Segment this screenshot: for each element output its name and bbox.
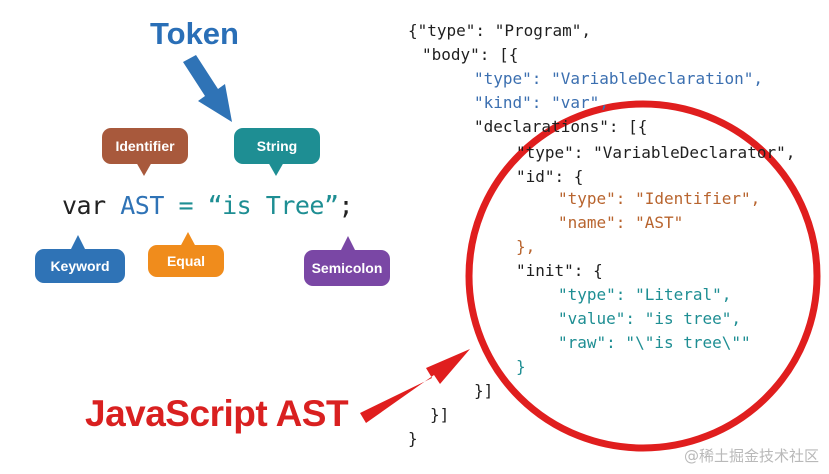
json-line: "kind": "var", — [474, 93, 609, 112]
json-line: "type": "VariableDeclarator", — [516, 143, 796, 162]
json-line: "body": [{ — [422, 45, 519, 64]
json-line: "raw": "\"is tree\"" — [558, 333, 751, 352]
json-line: }] — [474, 381, 494, 400]
keyword-tail — [70, 235, 86, 251]
equal-label: Equal — [148, 245, 224, 277]
json-line: "value": "is tree", — [558, 309, 742, 328]
json-line: }] — [430, 405, 450, 424]
json-line: } — [516, 357, 526, 376]
semicolon-tail — [340, 236, 356, 252]
code-identifier: AST — [120, 191, 164, 220]
json-line: "init": { — [516, 261, 603, 280]
ast-heading: JavaScript AST — [85, 393, 349, 434]
string-tail — [268, 162, 284, 176]
json-line: "type": "VariableDeclaration", — [474, 69, 763, 88]
json-line: "id": { — [516, 167, 584, 186]
json-line: "type": "Literal", — [558, 285, 732, 304]
string-label: String — [234, 128, 320, 164]
token-heading: Token — [150, 16, 239, 51]
code-semicolon: ; — [338, 191, 354, 220]
identifier-tail — [136, 162, 152, 176]
code-string: “is Tree” — [207, 191, 339, 220]
json-line: } — [408, 429, 418, 448]
json-line: "name": "AST" — [558, 213, 684, 232]
code-equal: = — [178, 191, 193, 220]
semicolon-label: Semicolon — [304, 250, 390, 286]
ast-arrow — [360, 349, 470, 423]
keyword-label: Keyword — [35, 249, 125, 283]
code-keyword: var — [62, 191, 106, 220]
token-arrow — [183, 55, 232, 122]
json-line: {"type": "Program", — [408, 21, 592, 40]
identifier-label: Identifier — [102, 128, 188, 164]
equal-tail — [180, 232, 196, 247]
source-code-line: var AST = “is Tree”; — [62, 191, 354, 220]
watermark: @稀土掘金技术社区 — [683, 447, 819, 465]
highlight-circle — [465, 100, 821, 452]
json-line: "declarations": [{ — [474, 117, 648, 136]
json-line: }, — [516, 237, 536, 256]
json-line: "type": "Identifier", — [558, 189, 761, 208]
